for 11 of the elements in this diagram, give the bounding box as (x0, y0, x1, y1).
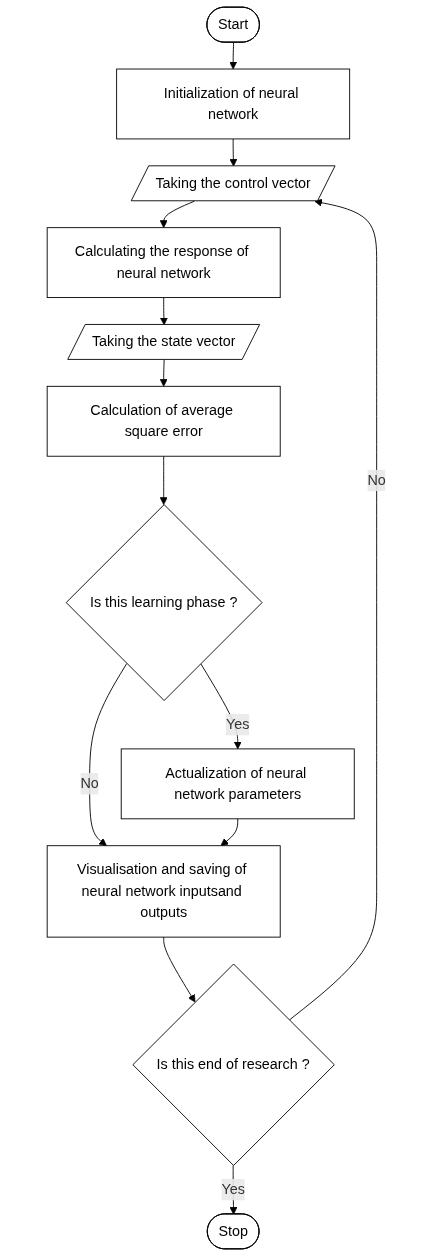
node-box: Calculating the response of neural network (46, 227, 281, 298)
node-diamond: Is this learning phase ? (65, 504, 263, 701)
edge-label: Yes (221, 1181, 245, 1197)
node-box: Actualization of neural network parameters (120, 748, 355, 820)
node-box: Visualisation and saving of neural network inputsand outputs (46, 845, 281, 938)
node-box: Calculation of average square error (46, 385, 281, 457)
edge-label: No (367, 472, 386, 488)
node-box: Initialization of neural network (116, 68, 351, 140)
node-diamond: Is this end of research ? (132, 963, 335, 1166)
edge-label: Yes (226, 716, 250, 732)
edge-label: No (80, 775, 99, 792)
